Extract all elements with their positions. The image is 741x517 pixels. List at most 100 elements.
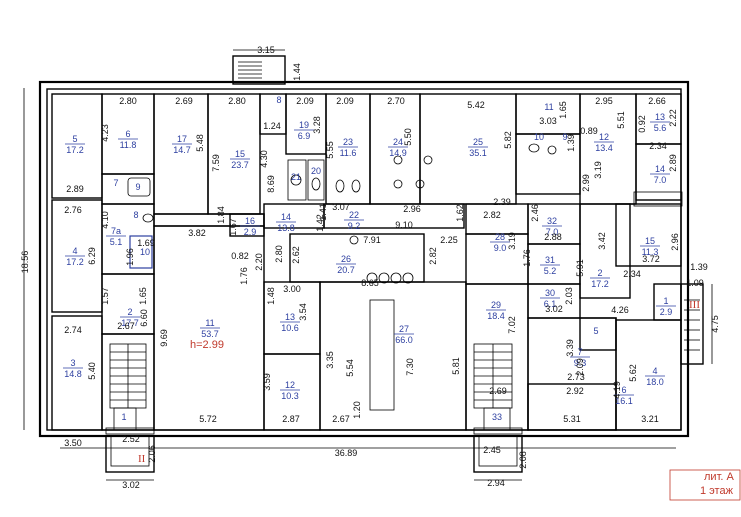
room-area: 17.2 xyxy=(66,257,84,267)
room-area: 18.0 xyxy=(646,377,664,387)
room-number: 24 xyxy=(393,137,403,147)
room-number: 11 xyxy=(205,318,214,328)
dimension-label: 2.09 xyxy=(336,96,354,106)
room-area: 2.9 xyxy=(660,307,673,317)
dimension-label: 2.67 xyxy=(332,414,350,424)
dimension-label: 1.42 xyxy=(315,214,325,232)
dimension-label: 2.87 xyxy=(282,414,300,424)
dimension-label: 3.35 xyxy=(325,351,335,369)
room-area: 11.6 xyxy=(340,148,357,158)
dimension-label: 1.67 xyxy=(228,218,238,236)
dimension-label: 1.48 xyxy=(266,287,276,305)
room-26-seats xyxy=(366,272,414,284)
dimension-label: 1.20 xyxy=(352,401,362,419)
dimension-label: 1.62 xyxy=(455,204,465,222)
room-area: 5.2 xyxy=(544,266,557,276)
dimension-label: 4.26 xyxy=(611,305,629,315)
dimension-label: 1.65 xyxy=(558,101,568,119)
dimension-label: 3.15 xyxy=(257,45,275,55)
room-area: 11.3 xyxy=(642,247,659,257)
room-number: 11 xyxy=(544,102,553,112)
room-area: 17.2 xyxy=(591,279,609,289)
dimension-label: 1.24 xyxy=(263,121,281,131)
room-number: 2 xyxy=(127,307,132,317)
dimension-label: 2.09 xyxy=(296,96,314,106)
room-number: 6 xyxy=(621,385,626,395)
room-area: 14.9 xyxy=(389,148,407,158)
dimension-label: 5.50 xyxy=(403,128,413,146)
dimension-label: 4.19 xyxy=(612,381,622,399)
room-number: 9 xyxy=(135,182,140,192)
dimension-label: 3.00 xyxy=(283,284,301,294)
dimension-label: 2.67 xyxy=(117,321,135,331)
dimension-label: 3.50 xyxy=(64,438,82,448)
room-number: 8 xyxy=(276,95,281,105)
dimension-label: 2.46 xyxy=(530,204,540,222)
dimension-label: 9.69 xyxy=(159,329,169,347)
room-area: 7.0 xyxy=(546,227,559,237)
room-number: 2 xyxy=(597,268,602,278)
dimension-label: 2.69 xyxy=(489,386,507,396)
room-area: 35.1 xyxy=(469,148,487,158)
dimension-label: 2.69 xyxy=(175,96,193,106)
dimension-label: 2.92 xyxy=(566,386,584,396)
dimension-label: 18.56 xyxy=(20,251,30,274)
dimension-label: 5.48 xyxy=(195,134,205,152)
ceiling-height-label: h=2.99 xyxy=(190,339,224,351)
dimension-label: 2.09 xyxy=(575,358,585,376)
dimension-label: 7.30 xyxy=(405,358,415,376)
room-number: 31 xyxy=(545,255,555,265)
room-number: 19 xyxy=(299,120,309,130)
room-number: 8 xyxy=(133,210,138,220)
dimension-label: 3.19 xyxy=(593,161,603,179)
dimension-label: 0.82 xyxy=(231,251,249,261)
dimension-label: 5.82 xyxy=(503,131,513,149)
room-area: 7.0 xyxy=(654,175,667,185)
room-number: 16 xyxy=(245,216,255,226)
room-number: 5 xyxy=(72,134,77,144)
dimension-label: 1.39 xyxy=(690,262,708,272)
dimension-label: 2.34 xyxy=(649,141,667,151)
room-area: 2.9 xyxy=(244,227,257,237)
dimension-label: 7.02 xyxy=(507,316,517,334)
dimension-label: 2.73 xyxy=(567,372,585,382)
room-number: 21 xyxy=(291,172,301,182)
dimension-label: 2.20 xyxy=(254,253,264,271)
room-area: 9.3 xyxy=(574,358,587,368)
room-number: 13 xyxy=(285,312,295,322)
dimension-label: 2.03 xyxy=(564,287,574,305)
room-number: 33 xyxy=(492,412,502,422)
dimension-label: 3.21 xyxy=(641,414,659,424)
dimension-label: 3.82 xyxy=(188,228,206,238)
room-number: 9 xyxy=(562,132,567,142)
room-number: 1 xyxy=(663,296,668,306)
dimension-label: 2.70 xyxy=(387,96,405,106)
dimension-label: 5.54 xyxy=(345,359,355,377)
room-number: 1 xyxy=(121,412,126,422)
room-number: 30 xyxy=(545,288,555,298)
top-stair-steps xyxy=(238,61,262,79)
dimension-label: 2.80 xyxy=(274,245,284,263)
dimension-label: 5.31 xyxy=(563,414,581,424)
room-area: 5.1 xyxy=(110,237,123,247)
room-number: 17 xyxy=(177,134,187,144)
dimension-label: 3.39 xyxy=(565,339,575,357)
lit-label: лит. А xyxy=(704,471,734,483)
room-number: 4 xyxy=(652,366,657,376)
dimension-label: 5.62 xyxy=(628,364,638,382)
dimension-label: 1.96 xyxy=(125,248,135,266)
entrance-3-label: III xyxy=(689,299,700,311)
room-area: 14.7 xyxy=(173,145,191,155)
dimension-label: 0.89 xyxy=(580,126,598,136)
dimension-label: 5.40 xyxy=(87,362,97,380)
dimension-label: 3.28 xyxy=(312,116,322,134)
dimension-label: 3.54 xyxy=(298,303,308,321)
room-number: 14 xyxy=(281,212,291,222)
dimension-label: 7.91 xyxy=(363,235,381,245)
left-staircase xyxy=(109,343,147,409)
room-area: 13.4 xyxy=(595,143,613,153)
room-area: 9.2 xyxy=(348,221,361,231)
room-number: 7a xyxy=(111,226,121,236)
room-number: 27 xyxy=(399,324,409,334)
